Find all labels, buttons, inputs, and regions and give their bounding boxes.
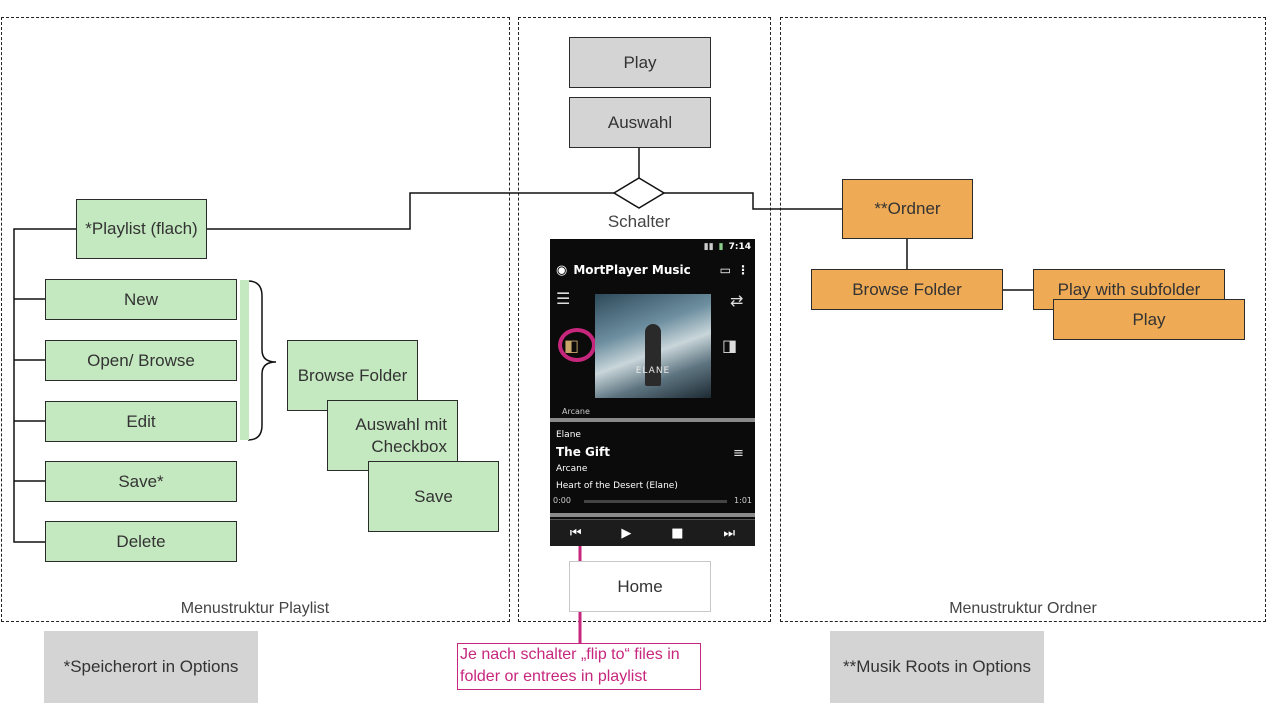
phone-divider-2 — [550, 513, 755, 517]
next-folder-icon: ◨ — [722, 336, 738, 355]
flip-note-line2: folder or entrees in playlist — [460, 668, 647, 685]
album-art: ELANE — [595, 294, 711, 398]
progress-bar — [584, 500, 727, 503]
ordner-root: **Ordner — [842, 179, 973, 239]
auswahl-box: Auswahl — [569, 97, 711, 148]
ordner-browse-folder: Browse Folder — [811, 269, 1003, 310]
playlist-caption: Menustruktur Playlist — [180, 600, 330, 617]
play-icon: ▶ — [621, 525, 632, 541]
playback-controls: ⏮ ▶ ■ ⏭ — [550, 519, 755, 546]
phone-status-bar: ▮▮ ▮ 7:14 — [550, 239, 755, 255]
phone-title-bar: ◉ MortPlayer Music ▭ ⋮ — [550, 255, 755, 285]
home-section — [518, 17, 771, 622]
playlist-item-delete: Delete — [45, 521, 237, 562]
album-art-figure — [645, 324, 661, 386]
time-start: 0:00 — [553, 496, 571, 505]
playlist-item-open-browse: Open/ Browse — [45, 340, 237, 381]
playlist-save: Save — [368, 461, 499, 532]
playlist-root: *Playlist (flach) — [76, 199, 207, 259]
brace-highlight — [240, 280, 249, 440]
flip-note: Je nach schalter „flip to“ files in fold… — [457, 643, 701, 690]
time-end: 1:01 — [734, 496, 752, 505]
ordner-play: Play — [1053, 299, 1245, 340]
repeat-icon: ⇄ — [730, 291, 744, 310]
ordner-section — [780, 17, 1266, 622]
schalter-label: Schalter — [607, 212, 671, 231]
playlist-item-save: Save* — [45, 461, 237, 502]
flip-highlight-circle — [558, 328, 596, 362]
skip-forward-icon: ⏭ — [723, 525, 736, 541]
track-next: Heart of the Desert (Elane) — [556, 481, 678, 491]
playlist-item-new: New — [45, 279, 237, 320]
app-logo-icon: ◉ — [556, 262, 568, 278]
signal-icon: ▮▮ — [703, 242, 714, 252]
auswahl-checkbox-label: Auswahl mit Checkbox — [355, 414, 447, 456]
album-art-logo: ELANE — [635, 366, 671, 376]
flip-note-line1: Je nach schalter „flip to“ files in — [460, 646, 680, 663]
play-box: Play — [569, 37, 711, 88]
stop-icon: ■ — [671, 525, 684, 541]
skip-back-icon: ⏮ — [569, 525, 582, 541]
home-box: Home — [569, 561, 711, 612]
playlist-auswahl-checkbox: Auswahl mit Checkbox — [327, 400, 458, 471]
folder-icon: ▭ — [719, 263, 731, 277]
track-title: The Gift — [556, 445, 610, 459]
phone-clock: 7:14 — [728, 242, 751, 252]
track-artist: Elane — [556, 430, 581, 440]
schalter-diamond — [612, 177, 666, 209]
playlist-item-edit: Edit — [45, 401, 237, 442]
phone-folder-label: Arcane — [562, 407, 590, 416]
battery-icon: ▮ — [718, 242, 724, 252]
track-album: Arcane — [556, 464, 588, 474]
playlist-icon: ☰ — [556, 289, 571, 308]
musik-roots-note: **Musik Roots in Options — [830, 631, 1044, 703]
phone-divider — [550, 418, 755, 422]
phone-screenshot: ▮▮ ▮ 7:14 ◉ MortPlayer Music ▭ ⋮ ☰ ⇄ ◧ ◨… — [550, 239, 755, 546]
queue-icon: ≡ — [733, 446, 744, 461]
speicherort-note: *Speicherort in Options — [44, 631, 258, 703]
playlist-section — [1, 17, 510, 622]
track-info: Elane The Gift Arcane Heart of the Deser… — [556, 427, 678, 495]
ordner-caption: Menustruktur Ordner — [949, 600, 1097, 617]
menu-icon: ⋮ — [737, 263, 749, 277]
app-title: MortPlayer Music — [573, 263, 691, 277]
playlist-browse-folder: Browse Folder — [287, 340, 418, 411]
